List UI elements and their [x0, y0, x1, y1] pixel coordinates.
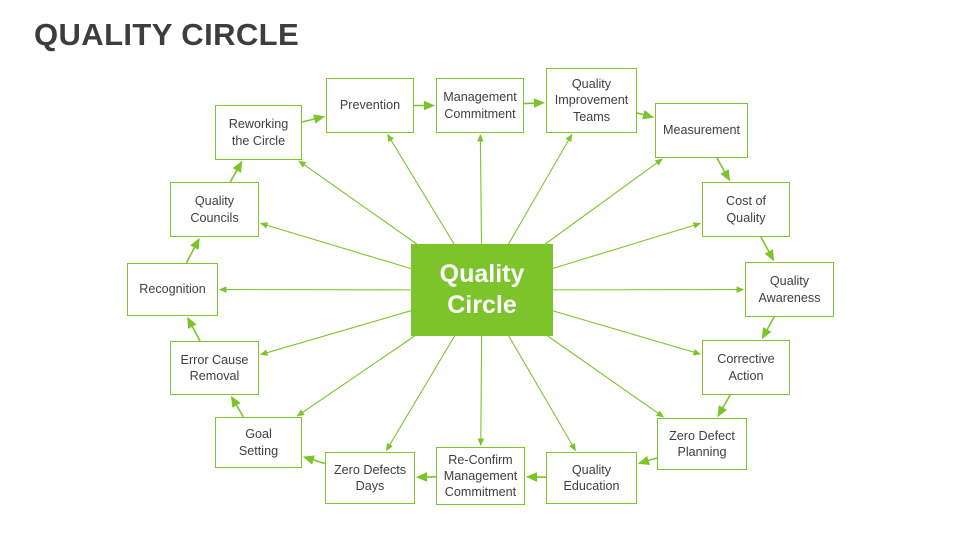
- center-node-line1: Quality: [439, 259, 525, 288]
- node-label-line: Quality: [726, 210, 766, 225]
- node-label-line: Action: [728, 368, 764, 383]
- node-label-line: Measurement: [663, 123, 740, 138]
- node-recognition[interactable]: Recognition: [127, 263, 218, 316]
- node-label-line: Corrective: [717, 352, 775, 367]
- node-label-line: Education: [563, 479, 620, 493]
- center-node-line2: Circle: [447, 291, 517, 319]
- spoke-arrow-center-to-re-confirm-management-commitment: [477, 335, 485, 447]
- chain-arrow-goal-setting-to-error-cause-removal: [230, 395, 245, 418]
- chain-arrow-error-cause-removal-to-recognition: [187, 316, 201, 342]
- node-prevention[interactable]: Prevention: [326, 78, 414, 133]
- node-label-line: Planning: [677, 445, 727, 459]
- node-label-line: Awareness: [758, 290, 821, 305]
- chain-arrow-quality-improvement-teams-to-measurement: [636, 110, 655, 120]
- spoke-arrow-center-to-quality-councils: [259, 222, 412, 270]
- node-label-line: Commitment: [444, 106, 516, 121]
- spoke-arrow-center-to-management-commitment: [477, 133, 484, 245]
- spoke-arrow-center-to-corrective-action: [552, 310, 702, 356]
- spoke-arrow-center-to-quality-improvement-teams: [508, 133, 573, 245]
- spoke-arrow-center-to-goal-setting: [296, 335, 415, 417]
- chain-arrow-cost-of-quality-to-quality-awareness: [760, 236, 775, 262]
- chain-arrow-reworking-the-circle-to-prevention: [301, 114, 326, 124]
- chain-arrows: [185, 98, 775, 482]
- chain-arrow-quality-councils-to-reworking-the-circle: [229, 160, 243, 183]
- page-title: QUALITY CIRCLE: [34, 17, 300, 52]
- node-label-line: Setting: [238, 443, 279, 458]
- spoke-arrow-center-to-error-cause-removal: [259, 310, 412, 356]
- node-label-line: Prevention: [339, 98, 401, 113]
- node-label-line: the Circle: [231, 133, 286, 148]
- chain-arrow-corrective-action-to-zero-defect-planning: [717, 394, 731, 418]
- node-label-line: Removal: [189, 369, 240, 383]
- spoke-arrow-center-to-reworking-the-circle: [298, 160, 418, 245]
- node-label-line: Zero Defect: [669, 428, 735, 443]
- chain-arrow-management-commitment-to-quality-improvement-teams: [523, 98, 546, 108]
- spoke-arrow-center-to-quality-education: [508, 335, 576, 452]
- chain-arrow-measurement-to-cost-of-quality: [716, 157, 731, 182]
- node-label-line: Zero Defects: [333, 462, 407, 477]
- node-label-line: Recognition: [139, 282, 206, 297]
- node-label-line: Quality: [194, 194, 235, 209]
- node-label-line: Goal: [245, 427, 272, 442]
- center-node-quality-circle[interactable]: Quality Circle: [411, 244, 553, 336]
- chain-arrow-zero-defect-planning-to-quality-education: [637, 455, 658, 466]
- node-label-line: Quality: [571, 462, 612, 477]
- chain-arrow-quality-awareness-to-corrective-action: [761, 316, 775, 340]
- node-label-line: Teams: [572, 109, 611, 124]
- spoke-arrow-center-to-measurement: [544, 158, 663, 245]
- node-label-line: Councils: [190, 210, 239, 225]
- spoke-arrow-center-to-cost-of-quality: [552, 222, 702, 269]
- node-label-line: Management: [443, 468, 518, 483]
- spoke-arrow-center-to-zero-defect-planning: [547, 335, 665, 418]
- spoke-arrow-center-to-prevention: [387, 133, 455, 245]
- node-label-line: Re-Confirm: [448, 452, 513, 467]
- node-label-line: Error Cause: [180, 352, 249, 367]
- node-label-line: Quality: [571, 77, 612, 92]
- node-label-line: Management: [443, 90, 517, 105]
- spoke-arrows: [218, 133, 745, 452]
- node-label-line: Quality: [769, 274, 810, 289]
- chain-arrow-zero-defects-days-to-goal-setting: [302, 455, 326, 465]
- node-label-line: Days: [355, 479, 385, 493]
- node-label-line: Reworking: [228, 117, 289, 132]
- node-measurement[interactable]: Measurement: [655, 103, 748, 158]
- chain-arrow-recognition-to-quality-councils: [185, 237, 200, 264]
- node-label-line: Commitment: [444, 485, 517, 500]
- node-label-line: Improvement: [554, 93, 629, 108]
- spoke-arrow-center-to-zero-defects-days: [385, 335, 456, 452]
- node-label-line: Cost of: [726, 194, 766, 209]
